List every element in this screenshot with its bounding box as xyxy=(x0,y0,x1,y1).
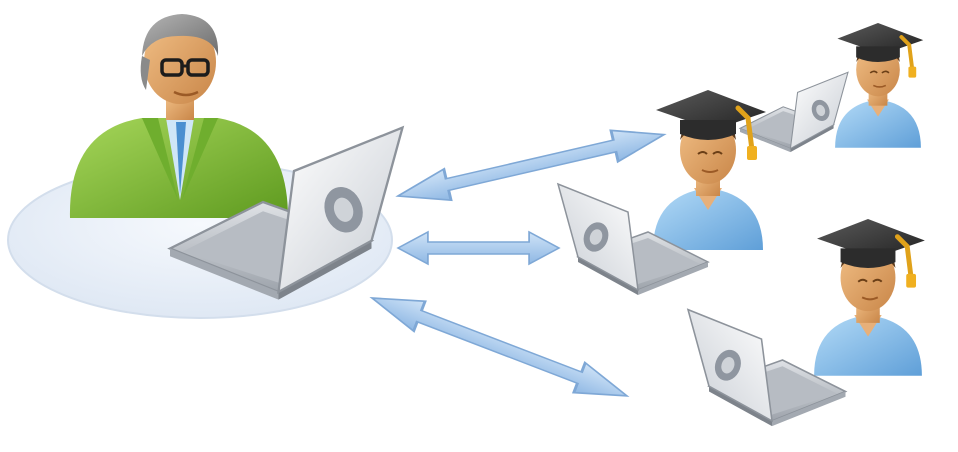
graduate-student-icon xyxy=(653,90,766,250)
graduate-student-icon xyxy=(814,219,925,376)
arrow-to-student-middle-icon xyxy=(398,232,559,264)
teacher-icon xyxy=(70,14,288,218)
arrow-to-student-top-icon xyxy=(394,119,667,212)
graduate-student-icon xyxy=(835,23,923,148)
arrow-to-student-bottom-icon xyxy=(366,283,632,411)
